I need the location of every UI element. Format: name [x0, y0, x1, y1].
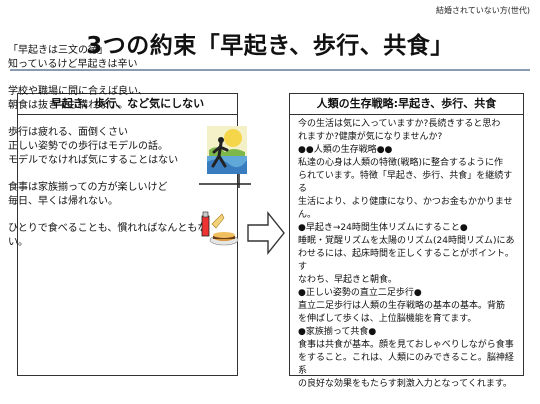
- left-panel: 早起き、歩行、など気にしない: [17, 93, 238, 376]
- header-note: 結婚されていない方(世代): [435, 6, 530, 15]
- left-line: 「早起きは三文の徳」: [8, 45, 108, 56]
- right-line: なわち、早起きと朝食。: [298, 275, 398, 285]
- left-panel-body: 「早起きは三文の徳」 知っているけど早起きは辛い 学校や職場に間に合えば良い、 …: [8, 44, 218, 250]
- right-line: 今の生活は気に入っていますか?長続きすると思わ: [298, 119, 501, 129]
- right-panel-body: 今の生活は気に入っていますか?長続きすると思わ れますか?健康が気になりませんか…: [290, 115, 523, 391]
- left-line: 正しい姿勢での歩行はモデルの話。: [8, 141, 168, 152]
- right-panel-heading: 人類の生存戦略:早起き、歩行、共食: [290, 94, 523, 115]
- meal-illustration: [201, 211, 239, 246]
- left-line-gap: [8, 168, 218, 181]
- right-line: 食事は共食が基本。顔を見ておしゃべりしながら食事: [298, 340, 514, 350]
- right-line: れますか?健康が気になりませんか?: [298, 132, 443, 142]
- right-line: 直立二足歩行は人類の生存戦略の基本の基本。背筋: [298, 301, 506, 311]
- right-line: ●早起き→24時間生体リズムにすること●: [298, 223, 468, 233]
- right-line: の良好な効果をもたらす刺激入力となってくれます。: [298, 379, 512, 389]
- right-line: 生活により、より健康になり、かつお金もかかりません。: [298, 197, 513, 220]
- runner-illustration: [199, 126, 251, 188]
- left-line: 毎日、早くは帰れない。: [8, 196, 118, 207]
- title-divider: [10, 69, 530, 71]
- right-panel: 人類の生存戦略:早起き、歩行、共食 今の生活は気に入っていますか?長続きすると思…: [289, 93, 524, 389]
- right-line: ●家族揃って共食●: [298, 327, 377, 337]
- left-line: 学校や職場に間に合えば良い、: [8, 86, 148, 97]
- right-line: ●●人類の生存戦略●●: [298, 145, 393, 155]
- right-line: を伸ばして歩くは、上位脳機能を育てます。: [298, 314, 477, 324]
- right-line: をすること。これは、人類にのみできること。脳神経系: [298, 353, 514, 376]
- left-line: 知っているけど早起きは辛い: [8, 59, 138, 70]
- slide-title: 3つの約束「早起き、歩行、共食」: [86, 33, 454, 59]
- left-line: モデルでなければ気にすることはない: [8, 155, 179, 166]
- right-line: 私達の心身は人類の特徴(戦略)に整合するように作: [298, 158, 504, 168]
- left-line-gap: [8, 113, 218, 126]
- left-line: 歩行は疲れる、面倒くさい: [8, 127, 128, 138]
- left-panel-heading: 早起き、歩行、など気にしない: [18, 94, 237, 115]
- left-line-gap: [8, 209, 218, 222]
- right-line: わせるには、起床時間を正しくすることがポイント。す: [298, 249, 514, 272]
- left-line: 朝食は抜きでも構わない。: [8, 100, 128, 111]
- left-line: 食事は家族揃っての方が楽しいけど: [8, 182, 168, 193]
- right-line: 睡眠・覚醒リズムを太陽のリズム(24時間リズム)にあ: [298, 236, 515, 246]
- left-line-gap: [8, 72, 218, 85]
- right-line: られています。特徴「早起き、歩行、共食」を継続する: [298, 171, 513, 194]
- right-arrow-icon: [247, 211, 285, 255]
- right-line: ●正しい姿勢の直立二足歩行●: [298, 288, 422, 298]
- left-line: ひとりで食べることも、慣れればなんともない。: [8, 223, 208, 248]
